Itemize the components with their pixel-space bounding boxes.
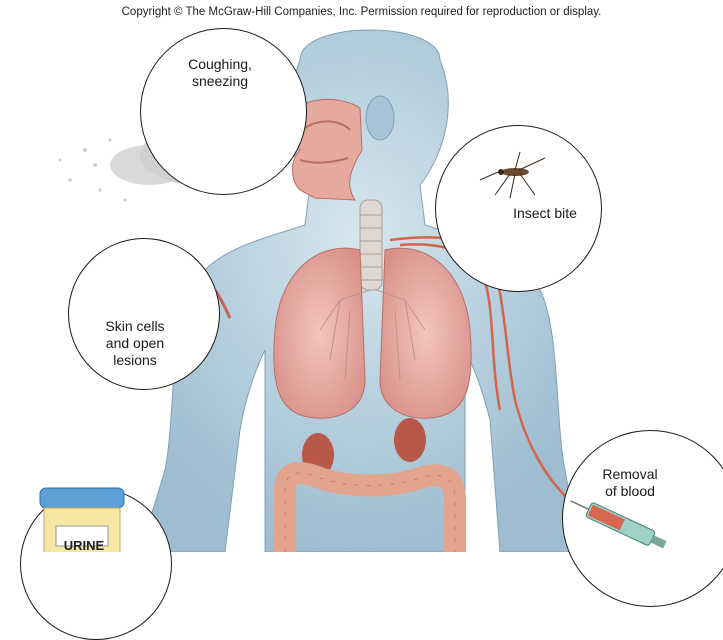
- urine-label: URINE: [58, 538, 110, 553]
- route-circle-cough: [140, 28, 307, 195]
- route-label-insect: Insect bite: [500, 205, 590, 222]
- trachea: [360, 200, 382, 290]
- route-label-blood: Removal of blood: [590, 466, 670, 500]
- diagram-canvas: Copyright © The McGraw-Hill Companies, I…: [0, 0, 723, 552]
- route-label-cough: Coughing, sneezing: [170, 56, 270, 90]
- copyright-notice: Copyright © The McGraw-Hill Companies, I…: [0, 6, 723, 18]
- syringe-icon: [565, 498, 675, 552]
- route-label-skin: Skin cells and open lesions: [90, 318, 180, 369]
- mosquito-icon: [475, 150, 555, 200]
